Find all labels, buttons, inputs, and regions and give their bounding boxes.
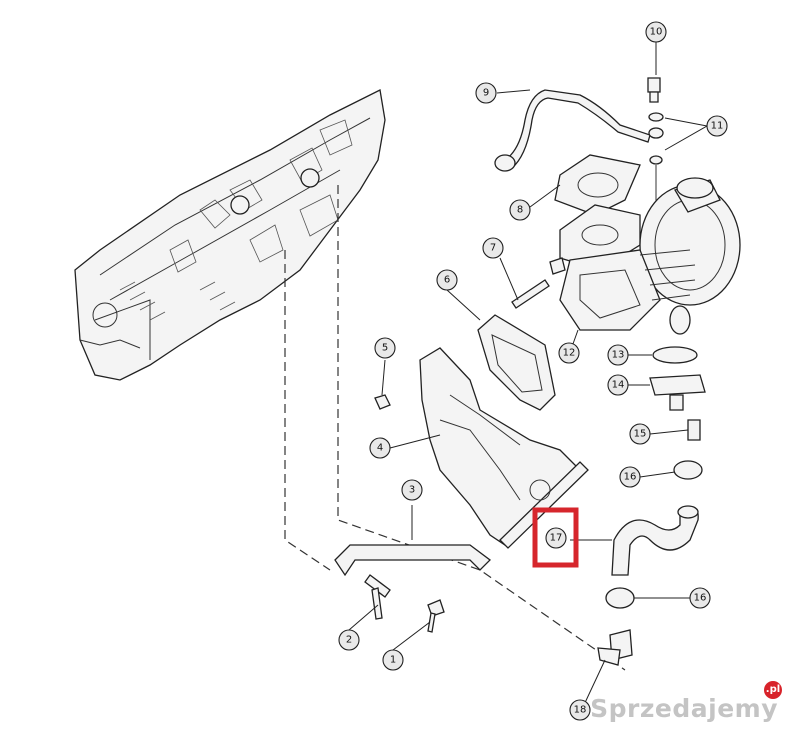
svg-text:12: 12 (563, 348, 576, 359)
engine-block (74, 89, 386, 381)
callout-3: 3 (401, 479, 423, 501)
turbo-nut (549, 257, 566, 275)
svg-text:7: 7 (490, 243, 496, 254)
svg-text:16: 16 (694, 593, 707, 604)
watermark-badge: .pl (764, 681, 782, 699)
callout-7: 7 (482, 237, 504, 259)
callout-13: 13 (607, 344, 629, 366)
oil-return-flange (649, 374, 706, 396)
svg-text:17: 17 (550, 533, 563, 544)
banjo-bolt (647, 77, 664, 230)
manifold-bolt (427, 599, 445, 633)
oil-supply-pipe (504, 89, 651, 169)
highlight-box (532, 507, 579, 568)
support-bracket (334, 544, 491, 577)
alignment-line-left (284, 250, 331, 571)
svg-text:1: 1 (390, 655, 396, 666)
callout-12: 12 (558, 342, 580, 364)
svg-text:5: 5 (382, 343, 388, 354)
oil-return-hose (597, 419, 703, 666)
svg-text:3: 3 (409, 485, 415, 496)
callout-17: 17 (545, 527, 567, 549)
turbocharger (559, 177, 741, 335)
svg-text:18: 18 (574, 705, 587, 716)
callout-15: 15 (629, 423, 651, 445)
svg-text:9: 9 (483, 88, 489, 99)
callout-9: 9 (475, 82, 497, 104)
bracket-bolt (364, 574, 391, 620)
manifold-gasket (477, 314, 556, 411)
exhaust-manifold (419, 347, 589, 549)
svg-text:13: 13 (612, 350, 625, 361)
callout-6: 6 (436, 269, 458, 291)
manifold-nut (374, 394, 391, 410)
callout-1: 1 (382, 649, 404, 671)
svg-text:14: 14 (612, 380, 625, 391)
watermark-text: Sprzedajemy (590, 694, 778, 723)
callout-18: 18 (569, 699, 591, 721)
svg-text:4: 4 (377, 443, 383, 454)
callout-4: 4 (369, 437, 391, 459)
leader-lines (348, 40, 708, 708)
svg-text:2: 2 (346, 635, 352, 646)
callout-11: 11 (706, 115, 728, 137)
svg-text:11: 11 (711, 121, 724, 132)
turbo-outlet-gasket (554, 154, 641, 216)
callout-8: 8 (509, 199, 531, 221)
callout-16-upper: 16 (619, 466, 641, 488)
svg-text:10: 10 (650, 27, 663, 38)
svg-text:8: 8 (517, 205, 523, 216)
callout-2: 2 (338, 629, 360, 651)
callout-5: 5 (374, 337, 396, 359)
svg-text:6: 6 (444, 275, 450, 286)
callout-10: 10 (645, 21, 667, 43)
svg-text:15: 15 (634, 429, 647, 440)
oil-return-gasket (652, 346, 698, 364)
svg-text:16: 16 (624, 472, 637, 483)
callout-16-lower: 16 (689, 587, 711, 609)
callout-14: 14 (607, 374, 629, 396)
turbo-stud (511, 279, 550, 309)
